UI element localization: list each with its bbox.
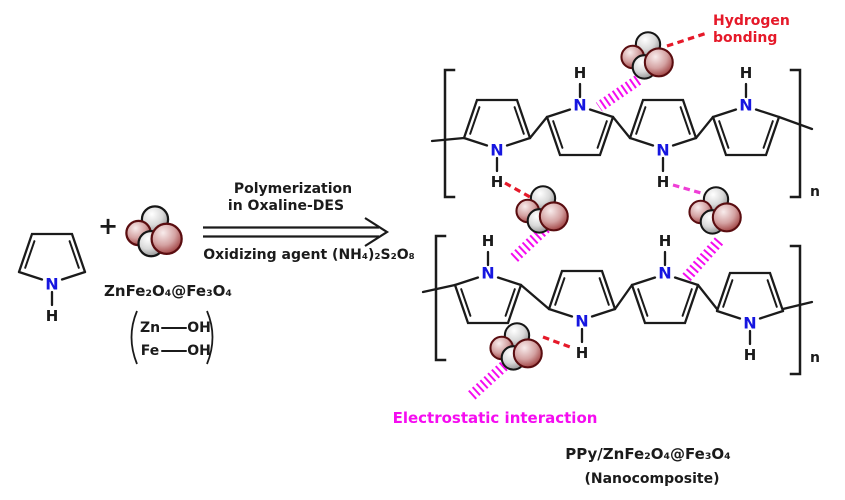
nitrogen-label: N (481, 264, 494, 283)
pyrrole-unit: N H (711, 64, 781, 157)
nitrogen-label: N (575, 312, 588, 331)
metal-label: Fe (141, 343, 160, 359)
pyrrole-monomer: N H (17, 232, 87, 325)
left-paren (130, 310, 138, 365)
hydrogen-label: H (659, 232, 672, 250)
nitrogen-label: N (656, 141, 669, 160)
pyrrole-unit: N H (715, 271, 785, 364)
left-bracket (443, 68, 456, 199)
inter-ring-bond (519, 283, 551, 311)
pyrrole-unit: N H (628, 98, 698, 191)
hydrogen-bonding-label: Hydrogen bonding (713, 13, 790, 46)
hydrogen-label: H (46, 307, 59, 325)
hydrogen-label: H (576, 344, 589, 362)
arrow-condition-bottom: Oxidizing agent (NH₄)₂S₂O₈ (203, 247, 415, 263)
pyrrole-unit: N H (462, 98, 532, 191)
hydrogen-bonding-line1: Hydrogen (713, 13, 790, 29)
right-bracket (789, 244, 802, 376)
nitrogen-label: N (658, 264, 671, 283)
inter-ring-bond (694, 115, 715, 140)
metal-label: Zn (140, 320, 160, 336)
nitrogen-label: N (490, 141, 503, 160)
ligand-label: OH (187, 320, 211, 336)
inter-ring-bond (613, 283, 634, 311)
nanoparticle-cluster-reactant (125, 205, 183, 258)
chain-end-bond (777, 115, 814, 131)
pyrrole-unit: N H (453, 232, 523, 325)
nanoparticle-cluster (515, 185, 569, 234)
plus-sign: + (98, 212, 118, 240)
nanoparticle-cluster (688, 186, 742, 235)
hydrogen-label: H (657, 173, 670, 191)
nitrogen-label: N (45, 275, 58, 294)
hydrogen-bonding-line2: bonding (713, 30, 777, 46)
product-subtitle: (Nanocomposite) (584, 471, 719, 487)
hydrogen-bond-line (672, 183, 702, 195)
electrostatic-band (595, 75, 642, 112)
product-caption: PPy/ZnFe₂O₄@Fe₃O₄ (Nanocomposite) (565, 445, 730, 487)
inter-ring-bond (611, 115, 632, 140)
pyrrole-ring (17, 232, 87, 281)
hydrogen-label: H (574, 64, 587, 82)
hydrogen-label: H (744, 346, 757, 364)
left-bracket (434, 234, 447, 362)
nanoparticle-formula: ZnFe₂O₄@Fe₃O₄ (104, 282, 232, 300)
pyrrole-unit: N H (545, 64, 615, 157)
surface-hydroxyl-groups: Zn OH Fe OH (130, 310, 214, 365)
nitrogen-label: N (739, 96, 752, 115)
polymer-chain-bottom: N H N H N H N H n (421, 232, 820, 376)
hydrogen-label: H (491, 173, 504, 191)
inter-ring-bond (696, 283, 719, 311)
arrow-condition-top2: in Oxaline-DES (228, 198, 344, 214)
nanoparticle-cluster (489, 322, 543, 371)
repeat-subscript: n (810, 350, 820, 366)
nitrogen-label: N (743, 314, 756, 333)
chain-end-bond (430, 136, 466, 143)
inter-ring-bond (528, 115, 549, 140)
nanoparticle-cluster (620, 31, 674, 80)
hydrogen-bond-line (542, 335, 571, 349)
repeat-subscript: n (810, 184, 820, 200)
right-bracket (789, 68, 802, 199)
reaction-arrow: Polymerization in Oxaline-DES Oxidizing … (203, 181, 415, 263)
product-name: PPy/ZnFe₂O₄@Fe₃O₄ (565, 445, 730, 463)
electrostatic-band (466, 361, 508, 402)
hydrogen-label: H (482, 232, 495, 250)
right-paren (206, 310, 214, 365)
polymer-chain-top: N H N H N H N H n (430, 64, 820, 200)
chain-end-bond (781, 300, 814, 311)
arrow-head (364, 217, 390, 247)
hydrogen-bond-line (504, 181, 531, 199)
hydrogen-label: H (740, 64, 753, 82)
electrostatic-band (681, 237, 724, 282)
hydrogen-bond-line (666, 31, 708, 48)
pyrrole-unit: N H (547, 269, 617, 362)
ligand-label: OH (187, 343, 211, 359)
chain-end-bond (421, 283, 457, 294)
pyrrole-unit: N H (630, 232, 700, 325)
electrostatic-interaction-label: Electrostatic interaction (393, 409, 598, 427)
arrow-condition-top1: Polymerization (234, 181, 352, 197)
nitrogen-label: N (573, 96, 586, 115)
